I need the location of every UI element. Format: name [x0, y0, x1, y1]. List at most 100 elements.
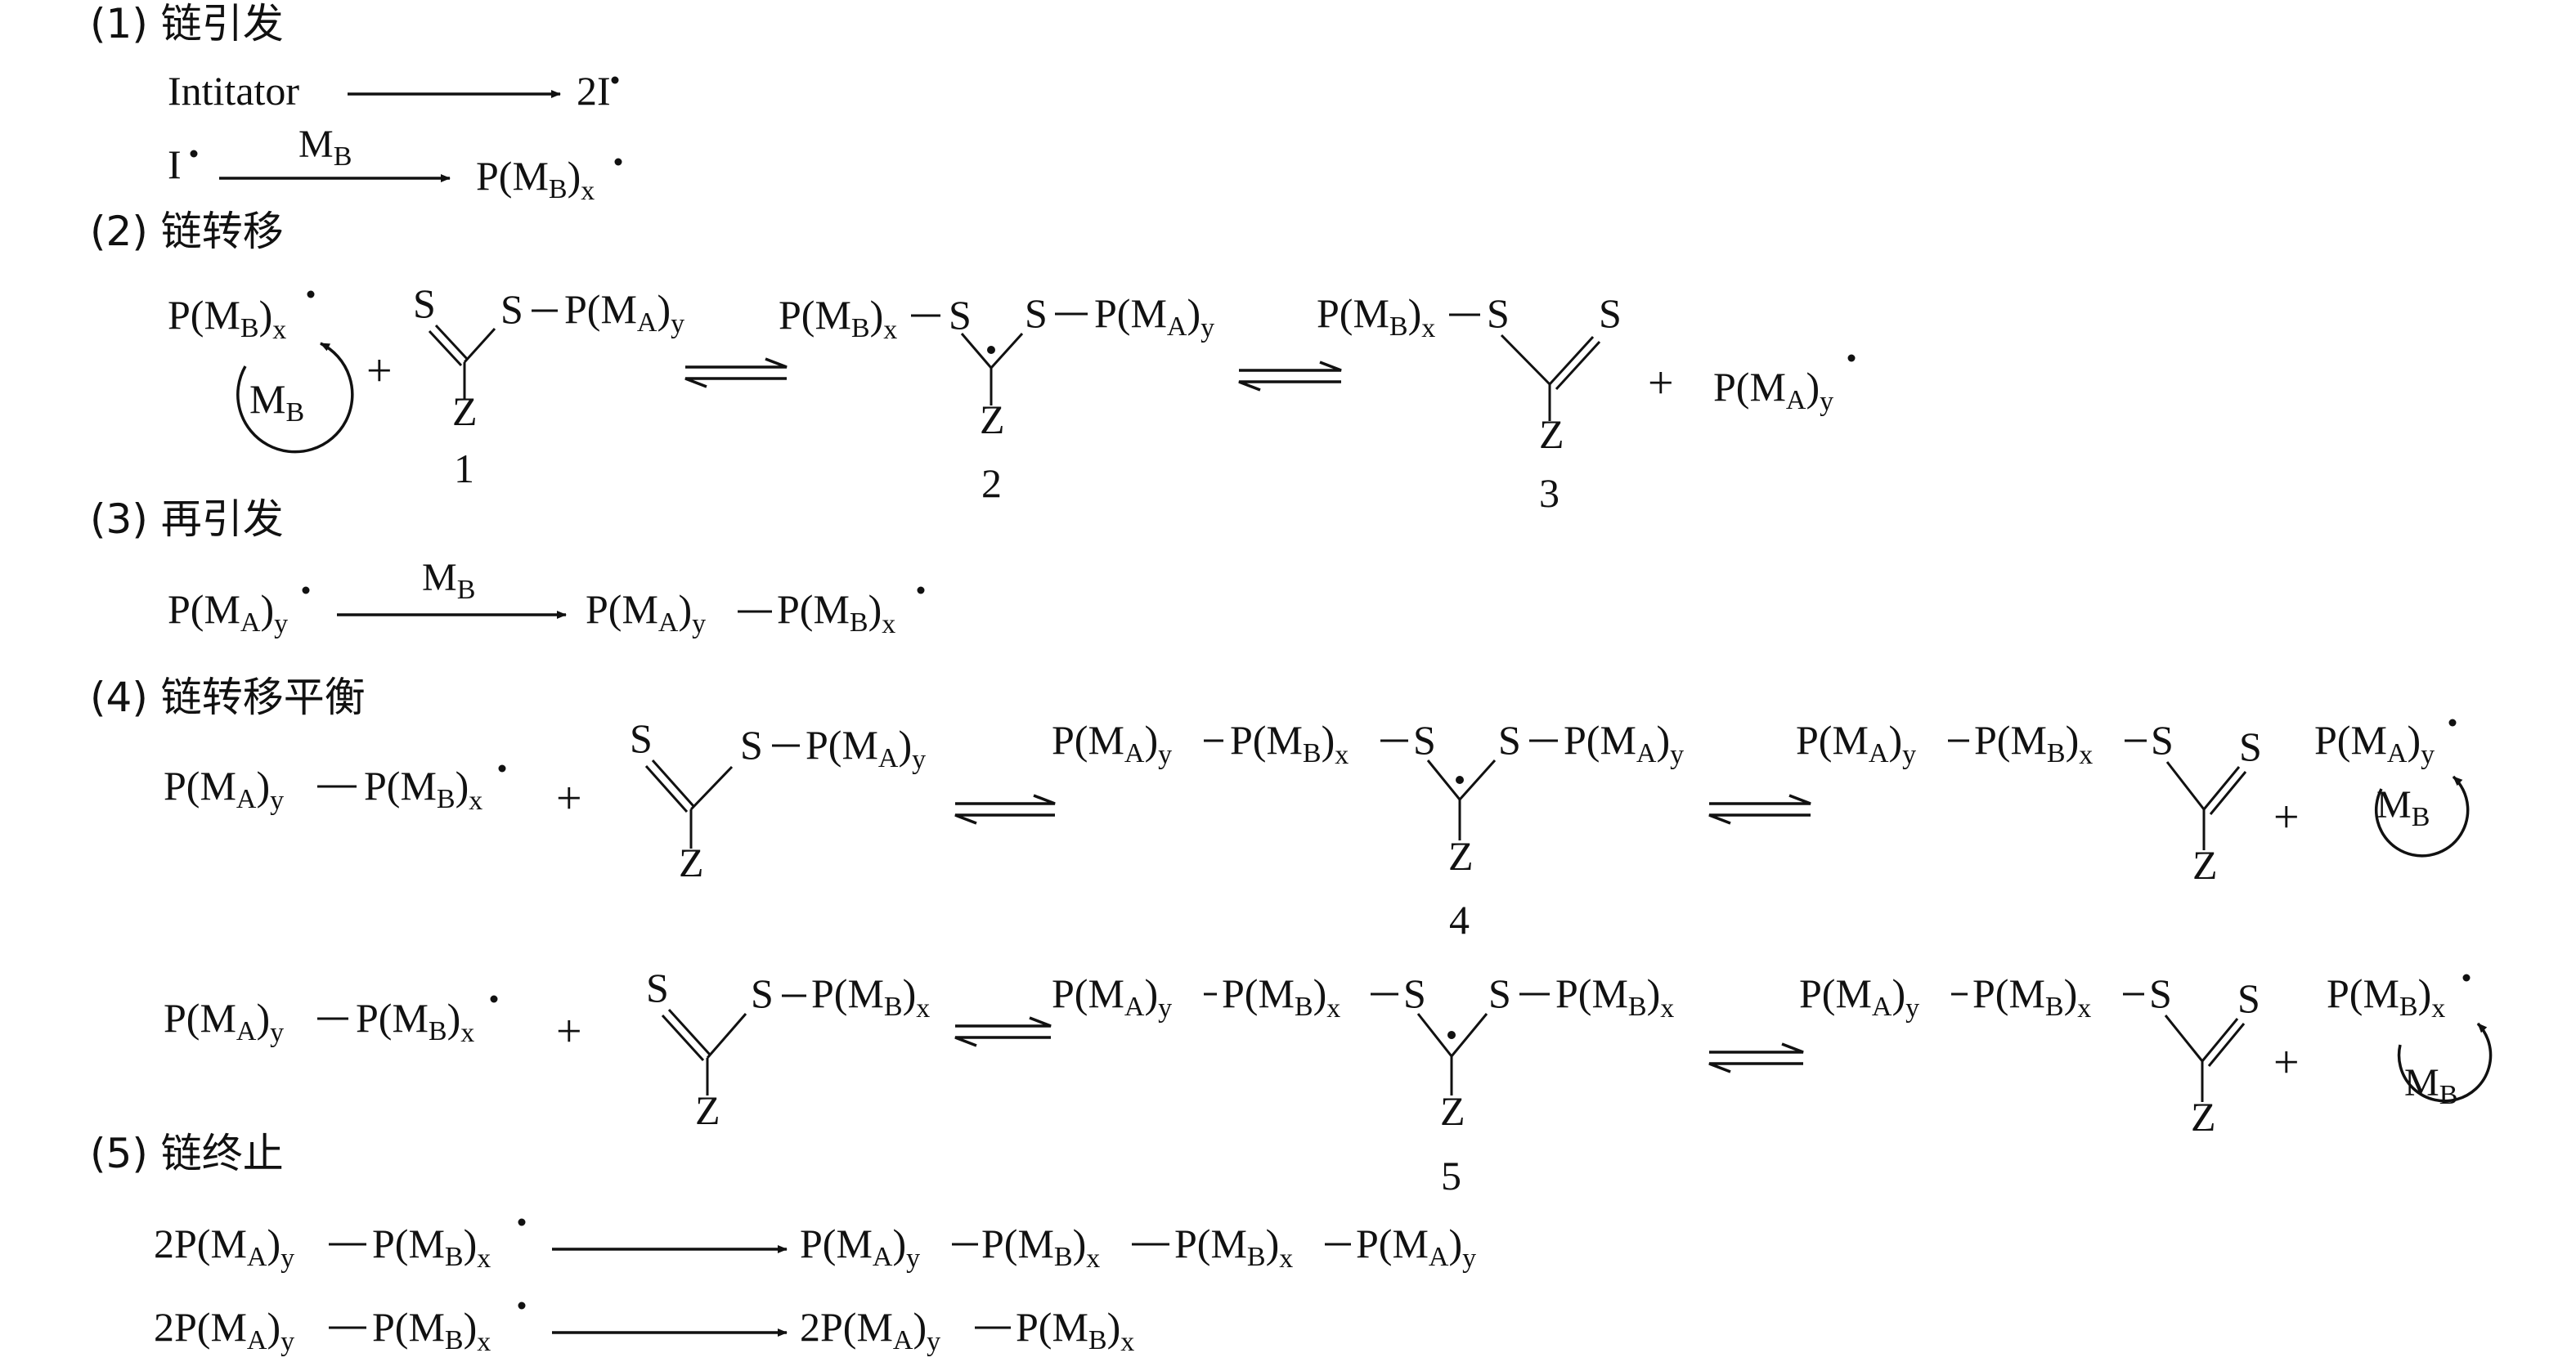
svg-text:Z: Z: [1539, 411, 1564, 457]
svg-text:S: S: [1487, 290, 1510, 336]
svg-text:Z: Z: [1440, 1088, 1465, 1134]
monomer-mb: MB: [2376, 783, 2430, 832]
svg-text:P(MB)x: P(MB)x: [372, 1221, 491, 1274]
compound-number-2: 2: [981, 460, 1002, 506]
equilibrium-arrow-1: [684, 357, 788, 388]
step-3-heading: (3) 再引发: [90, 495, 284, 543]
svg-text:P(MA)y: P(MA)y: [2314, 717, 2435, 770]
raft-agent-1: S Z S P(MA)y: [630, 715, 926, 885]
svg-text:Z: Z: [679, 840, 704, 885]
macro-raft-agent-ab: P(MA)y P(MB)x S Z S: [1796, 717, 2262, 888]
svg-text:2P(MA)y: 2P(MA)y: [800, 1304, 940, 1357]
block-copolymer-radical: P(MA)y P(MB)x: [586, 586, 925, 639]
svg-text:P(MB)x: P(MB)x: [1972, 970, 2091, 1024]
chain-pma-radical: P(MA)y: [2314, 717, 2457, 770]
svg-text:P(MA)y: P(MA)y: [164, 995, 284, 1048]
compound-number-4: 4: [1449, 897, 1470, 943]
initiation-reaction-2: I MB P(MB)x: [168, 123, 622, 206]
equilibrium-arrow-2: [1238, 361, 1342, 392]
block-copolymer-radical: P(MA)y P(MB)x: [164, 763, 506, 816]
svg-text:Z: Z: [1448, 833, 1474, 879]
initiation-reaction-1: Intitator 2I: [168, 68, 619, 114]
svg-text:P(MB)x: P(MB)x: [1230, 717, 1349, 770]
chain-pma-radical: P(MA)y: [1713, 354, 1856, 417]
plus-sign: +: [556, 773, 582, 824]
svg-text:P(MA)y: P(MA)y: [1356, 1221, 1476, 1274]
disproportionation-product: 2P(MA)y P(MB)x: [800, 1304, 1134, 1357]
svg-text:P(MA)y: P(MA)y: [168, 586, 288, 639]
svg-text:P(MB)x: P(MB)x: [168, 292, 286, 345]
svg-text:S: S: [1599, 290, 1622, 336]
svg-text:P(MA)y: P(MA)y: [1564, 717, 1684, 770]
macro-raft-agent-3: P(MB)x S Z S 3: [1317, 290, 1622, 516]
step-5-heading: (5) 链终止: [90, 1130, 284, 1177]
compound-number-1: 1: [454, 446, 474, 491]
svg-text:S: S: [2149, 970, 2172, 1016]
compound-number-5: 5: [1441, 1153, 1461, 1199]
svg-text:S: S: [500, 286, 523, 332]
svg-text:P(MA)y: P(MA)y: [1094, 290, 1214, 343]
monomer-mb: MB: [249, 376, 304, 428]
plus-sign: +: [2273, 792, 2300, 843]
svg-text:P(MB)x: P(MB)x: [372, 1304, 491, 1357]
svg-text:S: S: [751, 970, 774, 1016]
svg-text:P(MA)y: P(MA)y: [806, 722, 926, 775]
svg-text:2P(MA)y: 2P(MA)y: [154, 1304, 294, 1357]
svg-text:P(MA)y: P(MA)y: [164, 763, 284, 816]
monomer-addition-arc: [2397, 1022, 2493, 1103]
svg-text:S: S: [1488, 970, 1511, 1016]
svg-text:P(MB)x: P(MB)x: [981, 1221, 1100, 1274]
svg-text:P(MB)x: P(MB)x: [1174, 1221, 1293, 1274]
equilibrium-arrow-3: [954, 794, 1056, 825]
svg-text:P(MB)x: P(MB)x: [1555, 970, 1674, 1024]
monomer-mb: MB: [2404, 1061, 2457, 1110]
svg-text:P(MB)x: P(MB)x: [777, 586, 895, 639]
macro-raft-agent-b: S Z S P(MB)x: [646, 965, 930, 1133]
svg-text:P(MB)x: P(MB)x: [364, 763, 482, 816]
svg-text:S: S: [1025, 290, 1048, 336]
chain-pmb-radical: P(MB)x: [476, 153, 622, 206]
initiator-text: Intitator: [168, 68, 299, 114]
svg-text:P(MA)y: P(MA)y: [800, 1221, 920, 1274]
svg-text:P(MA)y: P(MA)y: [1052, 717, 1172, 770]
svg-text:S: S: [2151, 717, 2174, 763]
svg-text:P(MB)x: P(MB)x: [476, 153, 595, 206]
intermediate-radical-4: P(MA)y P(MB)x S Z S P(MA)y 4: [1052, 717, 1684, 943]
plus-sign: +: [2273, 1037, 2300, 1088]
plus-sign: +: [556, 1006, 582, 1057]
equilibrium-arrow-5: [954, 1016, 1052, 1047]
svg-text:S: S: [646, 965, 669, 1010]
svg-text:S: S: [413, 280, 436, 326]
equilibrium-arrow-4: [1708, 794, 1811, 825]
svg-text:P(MA)y: P(MA)y: [564, 286, 684, 339]
initiator-radicals: 2I: [577, 68, 611, 114]
svg-text:S: S: [1403, 970, 1426, 1016]
plus-sign: +: [366, 346, 393, 397]
coupling-product: P(MA)y P(MB)x P(MB)x P(MA)y: [800, 1221, 1476, 1274]
svg-text:S: S: [740, 722, 763, 768]
equilibrium-arrow-6: [1708, 1042, 1804, 1073]
termination-reaction-1: 2P(MA)y P(MB)x P(MA)y P(MB)x P(MB)x P(MA…: [154, 1218, 1476, 1274]
svg-text:P(MA)y: P(MA)y: [1052, 970, 1172, 1024]
svg-text:P(MA)y: P(MA)y: [586, 586, 706, 639]
block-copolymer-radical: P(MA)y P(MB)x: [164, 995, 498, 1048]
plus-sign: +: [1648, 358, 1674, 409]
intermediate-radical-5: P(MA)y P(MB)x S Z S P(MB)x 5: [1052, 970, 1674, 1199]
svg-text:P(MB)x: P(MB)x: [1222, 970, 1340, 1024]
intermediate-radical-2: P(MB)x S Z S P(MA)y 2: [779, 290, 1214, 506]
svg-text:2P(MA)y: 2P(MA)y: [154, 1221, 294, 1274]
svg-text:S: S: [1413, 717, 1436, 763]
chain-pmb-radical: P(MB)x: [2327, 970, 2471, 1024]
radical-dot: [611, 76, 619, 84]
arrow-monomer-label: MB: [298, 123, 352, 172]
chain-pmb-radical: P(MB)x: [168, 290, 315, 345]
compound-number-3: 3: [1539, 470, 1560, 516]
radical-dot: [190, 150, 198, 158]
termination-reaction-2: 2P(MA)y P(MB)x 2P(MA)y P(MB)x: [154, 1302, 1134, 1357]
svg-text:Z: Z: [695, 1087, 720, 1133]
svg-text:Z: Z: [2191, 1094, 2216, 1140]
chain-transfer-reaction: P(MB)x MB + S Z S P(MA)y 1 P(MB)x: [168, 280, 1856, 516]
raft-agent-1: S Z S P(MA)y 1: [413, 280, 684, 491]
equilibrium-row-2: P(MA)y P(MB)x + S Z S P(MB)x P(MA)y P(MB…: [164, 965, 2493, 1199]
